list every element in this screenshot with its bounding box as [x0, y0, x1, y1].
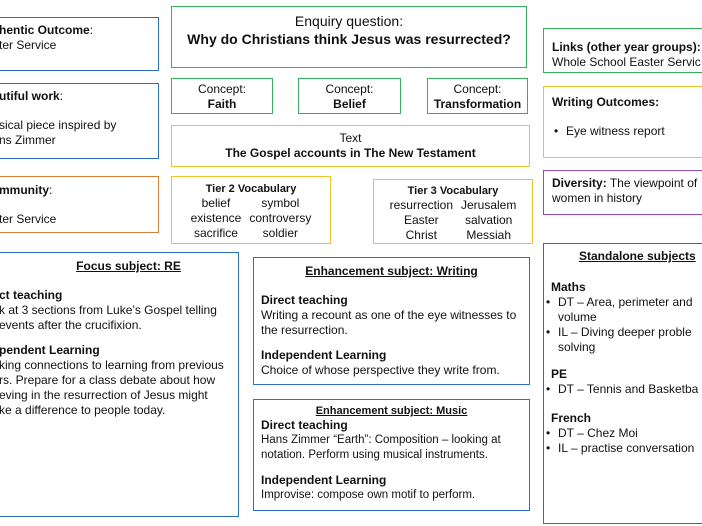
diversity-text-line2: women in history: [552, 191, 643, 205]
vocab-word: salvation: [464, 213, 513, 227]
pe-list: DT – Tennis and Basketba: [544, 382, 702, 397]
pe-label: PE: [551, 367, 568, 381]
diversity-box: Diversity: The viewpoint of women in his…: [543, 170, 702, 215]
text-box: Text The Gospel accounts in The New Test…: [171, 125, 530, 167]
list-item: DT – Chez Moi: [544, 426, 702, 441]
writing-heading-independent: Independent Learning: [261, 348, 387, 362]
focus-title: Focus subject: RE: [76, 259, 181, 273]
music-heading-direct: Direct teaching: [261, 418, 348, 432]
tier3-title: Tier 3 Vocabulary: [407, 185, 499, 197]
vocab-word: controversy: [249, 211, 312, 225]
vocab-word: symbol: [261, 196, 300, 210]
concept-label: Concept:: [197, 82, 247, 96]
focus-text: king connections to learning from previo…: [0, 358, 224, 372]
music-subject-box: Enhancement subject: Music Direct teachi…: [253, 399, 530, 511]
focus-text: rs. Prepare for a class debate about how: [0, 373, 216, 387]
beautiful-work-box: utiful work: sical piece inspired by ns …: [0, 83, 159, 159]
vocab-word: Messiah: [466, 228, 512, 242]
diversity-text: The viewpoint of: [606, 176, 698, 190]
authentic-outcome-box: hentic Outcome: ter Service: [0, 17, 159, 71]
enquiry-label: Enquiry question:: [294, 13, 404, 29]
authentic-outcome-text: ter Service: [0, 38, 57, 52]
community-box: mmunity: ter Service: [0, 176, 159, 233]
community-text: ter Service: [0, 212, 57, 226]
enquiry-question: Why do Christians think Jesus was resurr…: [187, 31, 511, 47]
music-text: Improvise: compose own motif to perform.: [261, 489, 476, 501]
beautiful-work-label: utiful work: [0, 89, 60, 103]
links-text: Whole School Easter Servic: [552, 55, 701, 69]
concept-value: Belief: [333, 97, 366, 111]
concept-label: Concept:: [325, 82, 374, 96]
music-title: Enhancement subject: Music: [315, 405, 468, 417]
french-list: DT – Chez Moi IL – practise conversation: [544, 426, 702, 456]
list-item: Eye witness report: [552, 124, 702, 139]
links-label: Links (other year groups):: [552, 40, 701, 54]
vocab-word: soldier: [262, 226, 299, 240]
focus-text: k at 3 sections from Luke’s Gospel telli…: [0, 303, 217, 317]
text-value: The Gospel accounts in The New Testament: [225, 146, 476, 160]
writing-text: the resurrection.: [261, 323, 348, 337]
vocab-word: sacrifice: [193, 226, 238, 240]
standalone-subjects-box: Standalone subjects Maths DT – Area, per…: [543, 243, 702, 524]
focus-subject-box: Focus subject: RE ct teaching k at 3 sec…: [0, 252, 239, 517]
writing-outcomes-label: Writing Outcomes:: [552, 95, 660, 109]
focus-text: eving in the resurrection of Jesus might: [0, 388, 208, 402]
writing-outcomes-list: Eye witness report: [552, 124, 702, 139]
concept-belief-box: Concept: Belief: [298, 78, 401, 114]
beautiful-work-line2: ns Zimmer: [0, 133, 56, 147]
standalone-title: Standalone subjects: [579, 249, 696, 263]
list-item: IL – practise conversation: [544, 441, 702, 456]
list-item: DT – Tennis and Basketba: [544, 382, 702, 397]
tier3-vocabulary-box: Tier 3 Vocabulary resurrection Jerusalem…: [373, 179, 533, 244]
music-text: notation. Perform using musical instrume…: [261, 449, 488, 461]
vocab-word: Christ: [405, 228, 437, 242]
maths-label: Maths: [551, 280, 586, 294]
community-label: mmunity: [0, 183, 50, 197]
focus-heading-direct: ct teaching: [0, 288, 63, 302]
vocab-word: resurrection: [389, 198, 453, 212]
links-box: Links (other year groups): Whole School …: [543, 28, 702, 73]
tier2-title: Tier 2 Vocabulary: [205, 183, 297, 195]
diversity-label: Diversity:: [552, 176, 607, 190]
beautiful-work-line1: sical piece inspired by: [0, 118, 117, 132]
concept-transformation-box: Concept: Transformation: [427, 78, 528, 114]
writing-subject-box: Enhancement subject: Writing Direct teac…: [253, 257, 530, 385]
vocab-word: Easter: [403, 213, 439, 227]
writing-text: Choice of whose perspective they write f…: [261, 363, 500, 377]
vocab-word: Jerusalem: [461, 198, 517, 212]
concept-value: Faith: [207, 97, 237, 111]
concept-label: Concept:: [453, 82, 502, 96]
music-text: Hans Zimmer “Earth”: Composition – looki…: [261, 434, 501, 446]
enquiry-question-box: Enquiry question: Why do Christians thin…: [171, 6, 527, 68]
writing-heading-direct: Direct teaching: [261, 293, 348, 307]
music-heading-independent: Independent Learning: [261, 473, 387, 487]
writing-outcomes-box: Writing Outcomes: Eye witness report: [543, 86, 702, 158]
french-label: French: [551, 411, 592, 425]
text-label: Text: [339, 131, 362, 145]
vocab-word: existence: [190, 211, 242, 225]
writing-title: Enhancement subject: Writing: [305, 264, 478, 278]
concept-faith-box: Concept: Faith: [171, 78, 273, 114]
vocab-word: belief: [201, 196, 231, 210]
focus-text: ke a difference to people today.: [0, 403, 166, 417]
focus-heading-independent: pendent Learning: [0, 343, 100, 357]
focus-text: events after the crucifixion.: [0, 318, 142, 332]
authentic-outcome-label: hentic Outcome: [0, 23, 90, 37]
writing-text: Writing a recount as one of the eye witn…: [261, 308, 517, 322]
concept-value: Transformation: [433, 97, 522, 111]
tier2-vocabulary-box: Tier 2 Vocabulary belief symbol existenc…: [171, 176, 331, 244]
